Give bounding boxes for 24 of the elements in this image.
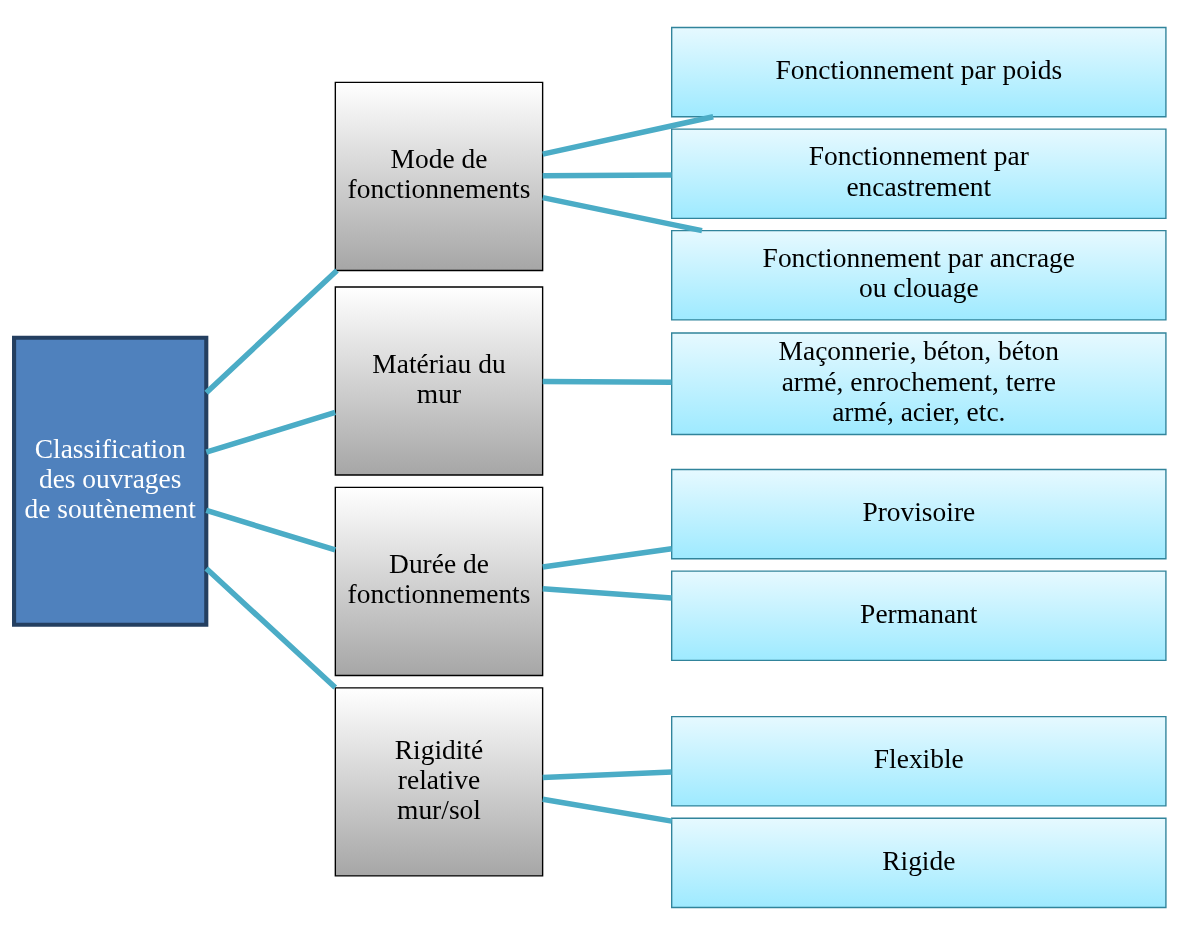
node-box: Fonctionnement par ancrage ou clouage <box>671 230 1167 321</box>
node-box: Fonctionnement par encastrement <box>671 128 1167 219</box>
node-box: Maçonnerie, béton, béton armé, enrochement, terre armé, acier, etc. <box>671 332 1167 436</box>
node-box: Matériau du mur <box>334 286 544 476</box>
connector <box>542 586 672 601</box>
connector <box>205 409 337 455</box>
connector <box>542 769 672 781</box>
connector <box>542 194 703 234</box>
connector <box>204 566 338 690</box>
connector <box>542 378 672 386</box>
connector <box>205 507 337 553</box>
node-box: Fonctionnement par poids <box>671 26 1167 118</box>
connector <box>204 268 339 395</box>
node-box: Permanant <box>671 570 1167 662</box>
node-box: Provisoire <box>671 468 1167 560</box>
node-box: Rigidité relative mur/sol <box>334 687 544 877</box>
connector <box>542 172 672 179</box>
node-box: Durée de fonctionnements <box>334 486 544 677</box>
node-box: Flexible <box>671 716 1167 807</box>
node-box: Classification des ouvrages de soutènement <box>12 335 209 627</box>
node-box: Mode de fonctionnements <box>334 81 544 272</box>
connector <box>542 796 673 824</box>
node-box: Rigide <box>671 817 1167 909</box>
connector <box>542 546 673 570</box>
